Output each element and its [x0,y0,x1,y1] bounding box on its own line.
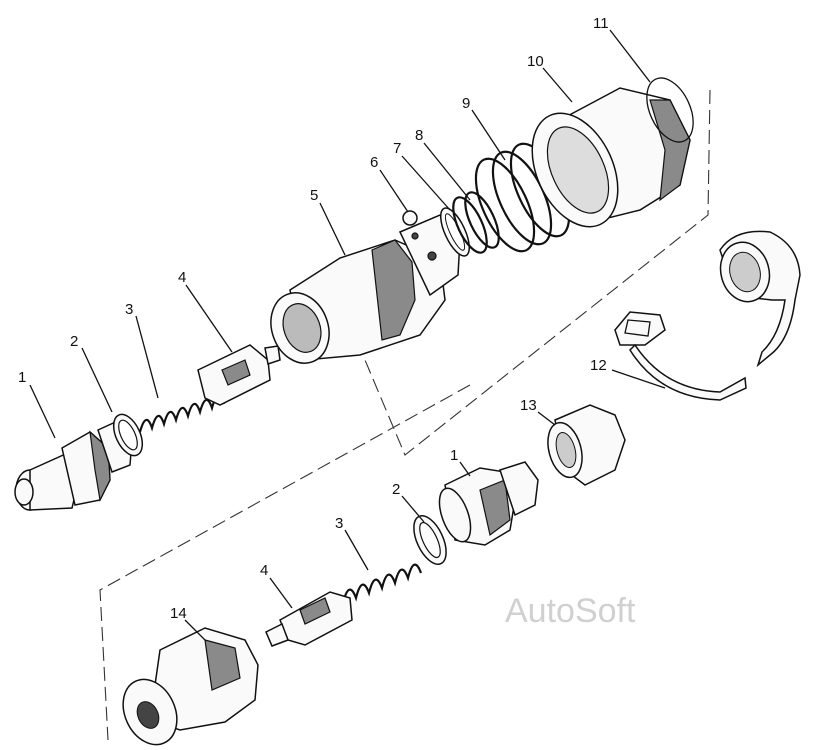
callout-10: 10 [527,53,544,70]
callout-11: 11 [593,15,609,32]
assembly-dashed-lines [99,89,711,741]
part-3-upper-spring [138,394,226,433]
callout-1-upper: 1 [18,369,26,386]
callout-2-upper: 2 [70,333,78,350]
part-5-body [270,214,461,364]
part-4-upper-valve [197,344,281,406]
callout-4-upper: 4 [178,269,186,286]
part-4-lower-valve [265,591,353,647]
part-7-small-ring [440,207,470,257]
callout-6: 6 [370,154,378,171]
callout-3-lower: 3 [335,515,343,532]
watermark-text: AutoSoft [505,592,636,630]
part-1-lower-nipple [438,461,539,546]
part-10-sleeve [531,87,691,228]
callout-1-lower: 1 [450,447,458,464]
part-8-small-spring [452,191,500,254]
callout-7: 7 [393,140,401,157]
leader-lines [29,29,666,641]
callout-13: 13 [520,397,537,414]
part-12-dust-cap [614,230,801,401]
part-13-nut [547,404,626,486]
part-2-lower-ring [413,515,447,565]
callout-5: 5 [310,187,318,204]
callout-8: 8 [415,127,423,144]
part-11-retaining-ring [646,77,694,143]
callout-14: 14 [170,605,187,622]
part-14-coupling [122,627,259,746]
callout-2-lower: 2 [392,481,400,498]
part-6-ball [402,210,418,226]
callout-12: 12 [590,357,607,374]
callout-9: 9 [462,95,470,112]
callout-4-lower: 4 [260,562,268,579]
part-2-upper-ring [112,413,144,457]
callout-3-upper: 3 [125,301,133,318]
